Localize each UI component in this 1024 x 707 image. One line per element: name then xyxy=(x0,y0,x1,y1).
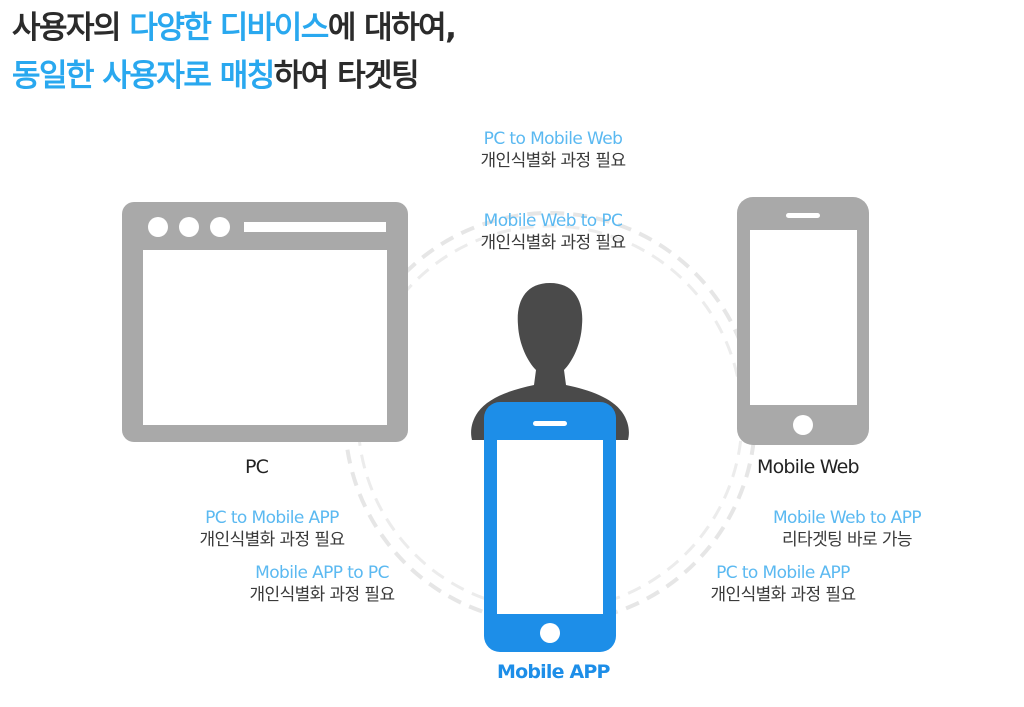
pc-label: PC xyxy=(245,456,269,478)
connection-note: 리타겟팅 바로 가능 xyxy=(782,530,913,550)
mobile-web-device-icon xyxy=(737,197,869,445)
connection-note: 개인식별화 과정 필요 xyxy=(199,530,346,550)
connection-label: PC to Mobile Web xyxy=(483,129,623,149)
connection-label: Mobile APP to PC xyxy=(255,563,389,583)
connection-mobile-web-to-app: Mobile Web to APP 리타겟팅 바로 가능 xyxy=(747,507,947,551)
title-line-1-highlight: 다양한 디바이스 xyxy=(129,10,329,46)
title-line-2-highlight: 동일한 사용자로 매칭 xyxy=(12,58,275,94)
connection-label: Mobile Web to PC xyxy=(483,211,623,231)
user-silhouette-icon xyxy=(471,283,629,440)
mobile-web-label: Mobile Web xyxy=(757,456,860,478)
connection-pc-to-mobile-web: PC to Mobile Web 개인식별화 과정 필요 xyxy=(453,128,653,172)
connection-note: 개인식별화 과정 필요 xyxy=(480,151,627,171)
connection-note: 개인식별화 과정 필요 xyxy=(480,233,627,253)
connection-label: PC to Mobile APP xyxy=(205,508,339,528)
connection-mobile-web-to-pc: Mobile Web to PC 개인식별화 과정 필요 xyxy=(453,210,653,254)
title-line-1-pre: 사용자의 xyxy=(12,10,130,46)
connection-note: 개인식별화 과정 필요 xyxy=(249,585,396,605)
connection-note: 개인식별화 과정 필요 xyxy=(710,585,857,605)
connection-pc-to-mobile-app-right: PC to Mobile APP 개인식별화 과정 필요 xyxy=(683,562,883,606)
title-line-2: 동일한 사용자로 매칭하여 타겟팅 xyxy=(12,56,420,96)
mobile-app-device-icon xyxy=(484,402,616,652)
title-line-2-post: 하여 타겟팅 xyxy=(273,58,420,94)
pc-device-icon xyxy=(122,202,408,442)
title-line-1-post: 에 대하여, xyxy=(327,10,457,46)
connection-mobile-app-to-pc: Mobile APP to PC 개인식별화 과정 필요 xyxy=(222,562,422,606)
connection-pc-to-mobile-app: PC to Mobile APP 개인식별화 과정 필요 xyxy=(172,507,372,551)
mobile-app-label: Mobile APP xyxy=(497,661,610,683)
connection-label: Mobile Web to APP xyxy=(772,508,922,528)
title-line-1: 사용자의 다양한 디바이스에 대하여, xyxy=(12,8,457,48)
connection-label: PC to Mobile APP xyxy=(716,563,850,583)
